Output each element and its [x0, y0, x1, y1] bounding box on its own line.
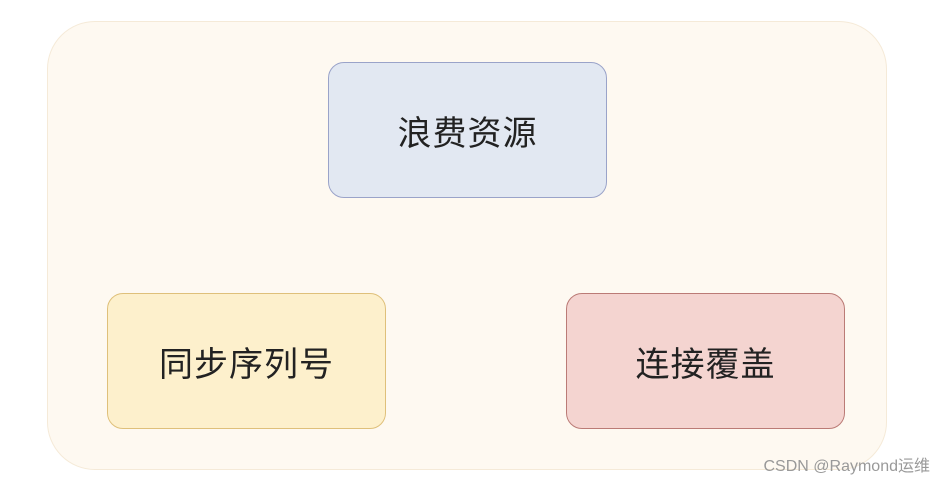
node-sync-sequence-number: 同步序列号: [107, 293, 386, 429]
node-connection-override-label: 连接覆盖: [635, 344, 776, 385]
node-waste-resources-label: 浪费资源: [397, 113, 538, 154]
node-sync-sequence-number-label: 同步序列号: [159, 344, 334, 385]
node-connection-override: 连接覆盖: [566, 293, 845, 429]
watermark-text: CSDN @Raymond运维: [763, 458, 930, 475]
node-waste-resources: 浪费资源: [328, 62, 607, 198]
